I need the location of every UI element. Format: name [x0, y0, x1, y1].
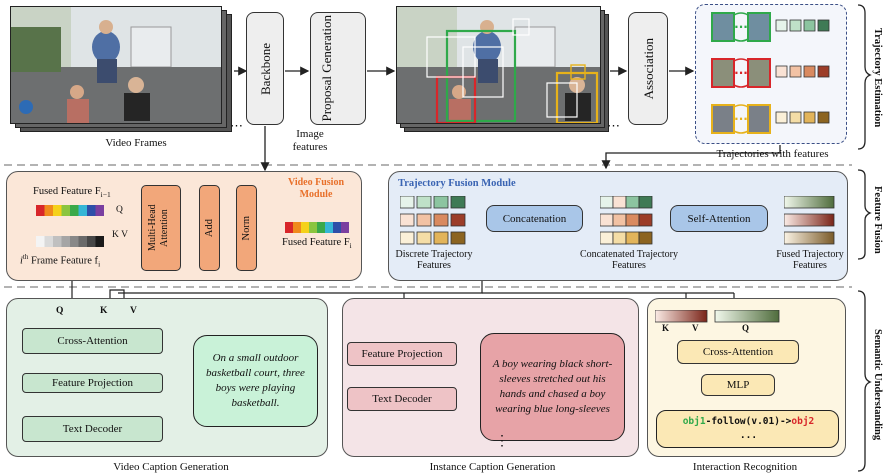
instance-caption-title: Instance Caption Generation	[429, 461, 556, 473]
k-label-video-caption: K	[100, 306, 108, 316]
feature-projection-block-video: Feature Projection	[22, 373, 163, 393]
fused-trajectory-features	[784, 196, 835, 245]
backbone-label: Backbone	[257, 42, 273, 95]
svg-text:···: ···	[734, 112, 748, 126]
text-decoder-block-instance: Text Decoder	[347, 387, 457, 411]
kv-label-fusion: K V	[112, 230, 128, 240]
fused-prev-vector	[36, 205, 104, 216]
mlp-block: MLP	[701, 374, 775, 396]
trajectories-panel: ··· ··· ···	[695, 4, 847, 144]
association-block: Association	[628, 12, 668, 125]
text-decoder-label-video: Text Decoder	[62, 423, 123, 435]
interaction-triplet: obj1-follow(v.01)->obj2	[657, 416, 840, 427]
backbone-block: Backbone	[246, 12, 284, 125]
interaction-input-features	[655, 310, 780, 323]
fused-features-label: Fused Trajectory Features	[776, 249, 844, 271]
concatenation-block: Concatenation	[486, 205, 583, 232]
fused-prev-label: Fused Feature Fi−1	[33, 186, 111, 200]
interaction-output: obj1-follow(v.01)->obj2 ...	[656, 410, 839, 448]
feature-projection-block-instance: Feature Projection	[347, 342, 457, 366]
cross-attention-label-interaction: Cross-Attention	[702, 346, 774, 358]
feature-projection-label-instance: Feature Projection	[361, 348, 443, 360]
more-frames-ellipsis: ⋯	[230, 118, 243, 133]
concatenated-trajectory-features	[600, 196, 653, 245]
video-frames-label: Video Frames	[105, 137, 167, 149]
association-label: Association	[640, 37, 656, 100]
q-label-fusion: Q	[116, 205, 123, 215]
k-label-interaction: K	[662, 323, 670, 333]
basketball-scene-image	[11, 7, 221, 123]
interaction-ellipsis: ...	[739, 430, 758, 441]
interaction-title: Interaction Recognition	[692, 461, 798, 473]
instance-caption-output: A boy wearing black short-sleeves stretc…	[480, 333, 625, 441]
cross-attention-block-video: Cross-Attention	[22, 328, 163, 354]
trajectory-fusion-title: Trajectory Fusion Module	[398, 178, 516, 189]
multi-head-attention-label: Multi-Head Attention	[147, 204, 170, 252]
trajectories-with-features-label: Trajectories with features	[716, 148, 829, 160]
more-proposals-ellipsis: ⋯	[607, 118, 620, 133]
trajectory-tubes: ··· ··· ···	[711, 12, 830, 134]
add-label: Add	[204, 218, 215, 238]
cross-attention-block-interaction: Cross-Attention	[677, 340, 799, 364]
instance-caption-ellipsis: ⋮	[495, 434, 509, 449]
fused-out-vector	[285, 222, 349, 233]
discrete-trajectory-features	[400, 196, 466, 245]
brace-trajectory	[857, 4, 872, 150]
svg-text:···: ···	[734, 66, 748, 80]
fused-out-label: Fused Feature Fi	[282, 237, 352, 251]
brace-semantic	[857, 290, 872, 472]
detections-image	[397, 7, 600, 123]
side-label-semantic-understanding: Semantic Understanding	[872, 329, 883, 441]
self-attention-block: Self-Attention	[670, 205, 768, 232]
q-label-video-caption: Q	[56, 306, 64, 316]
text-decoder-block-video: Text Decoder	[22, 416, 163, 442]
self-attention-label: Self-Attention	[687, 212, 751, 225]
frame-feature-label: ith Frame Feature fi	[20, 253, 101, 269]
q-label-interaction: Q	[742, 323, 750, 333]
concatenation-label: Concatenation	[502, 212, 567, 225]
mlp-label: MLP	[726, 379, 750, 391]
svg-text:···: ···	[734, 20, 748, 34]
side-label-feature-fusion: Feature Fusion	[872, 186, 883, 254]
v-label-interaction: V	[692, 323, 699, 333]
video-caption-output: On a small outdoor basketball court, thr…	[193, 335, 318, 427]
text-decoder-label-instance: Text Decoder	[372, 393, 432, 405]
concatenated-features-label: Concatenated Trajectory Features	[579, 249, 679, 271]
norm-label: Norm	[241, 215, 252, 241]
proposal-frame-image	[396, 6, 601, 124]
relation-text: -follow(v.01)->	[705, 416, 792, 427]
brace-fusion	[857, 169, 872, 260]
subject-object: obj1	[682, 416, 706, 427]
proposal-generation-label: Proposal Generation	[319, 15, 334, 122]
image-features-label: Image features	[292, 128, 328, 153]
frame-feature-vector	[36, 236, 104, 247]
multi-head-attention-block: Multi-Head Attention	[141, 185, 181, 271]
proposal-generation-block: Proposal Generation	[310, 12, 366, 125]
side-label-trajectory-estimation: Trajectory Estimation	[872, 28, 883, 128]
add-block: Add	[199, 185, 220, 271]
feature-projection-label-video: Feature Projection	[52, 377, 133, 389]
cross-attention-label-video: Cross-Attention	[57, 335, 128, 347]
v-label-video-caption: V	[130, 306, 137, 316]
video-frame-image	[10, 6, 222, 124]
video-fusion-title: Video Fusion Module	[287, 177, 345, 200]
target-object: obj2	[791, 416, 815, 427]
discrete-features-label: Discrete Trajectory Features	[395, 249, 473, 271]
norm-block: Norm	[236, 185, 257, 271]
video-caption-title: Video Caption Generation	[113, 461, 229, 473]
